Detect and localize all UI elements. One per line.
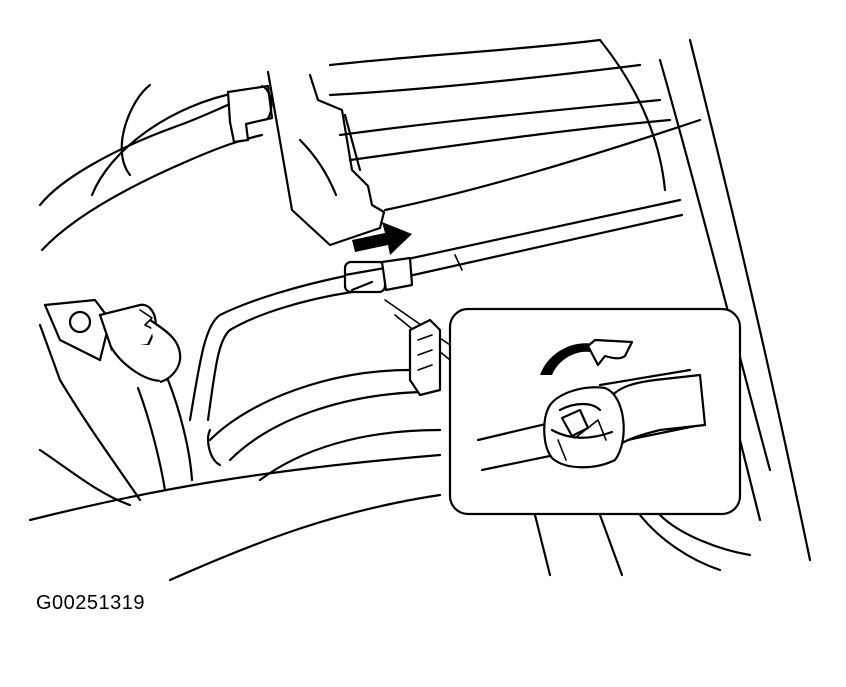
- left-bracket: [43, 298, 182, 384]
- curved-arrow-icon: [540, 338, 634, 375]
- top-pipes: [328, 38, 702, 212]
- right-body-panel: [598, 38, 812, 562]
- lower-structure: [28, 318, 442, 582]
- fuel-line: [188, 198, 684, 422]
- bracket-panel: [266, 70, 386, 247]
- figure-code-label: G00251319: [36, 592, 146, 614]
- lower-hose: [38, 323, 194, 507]
- detail-callout-box: [448, 307, 742, 516]
- quick-connector: [343, 256, 414, 294]
- upper-hose-clamp: [226, 84, 274, 144]
- right-arrow-icon: [352, 222, 412, 255]
- lower-right-lines: [533, 438, 762, 577]
